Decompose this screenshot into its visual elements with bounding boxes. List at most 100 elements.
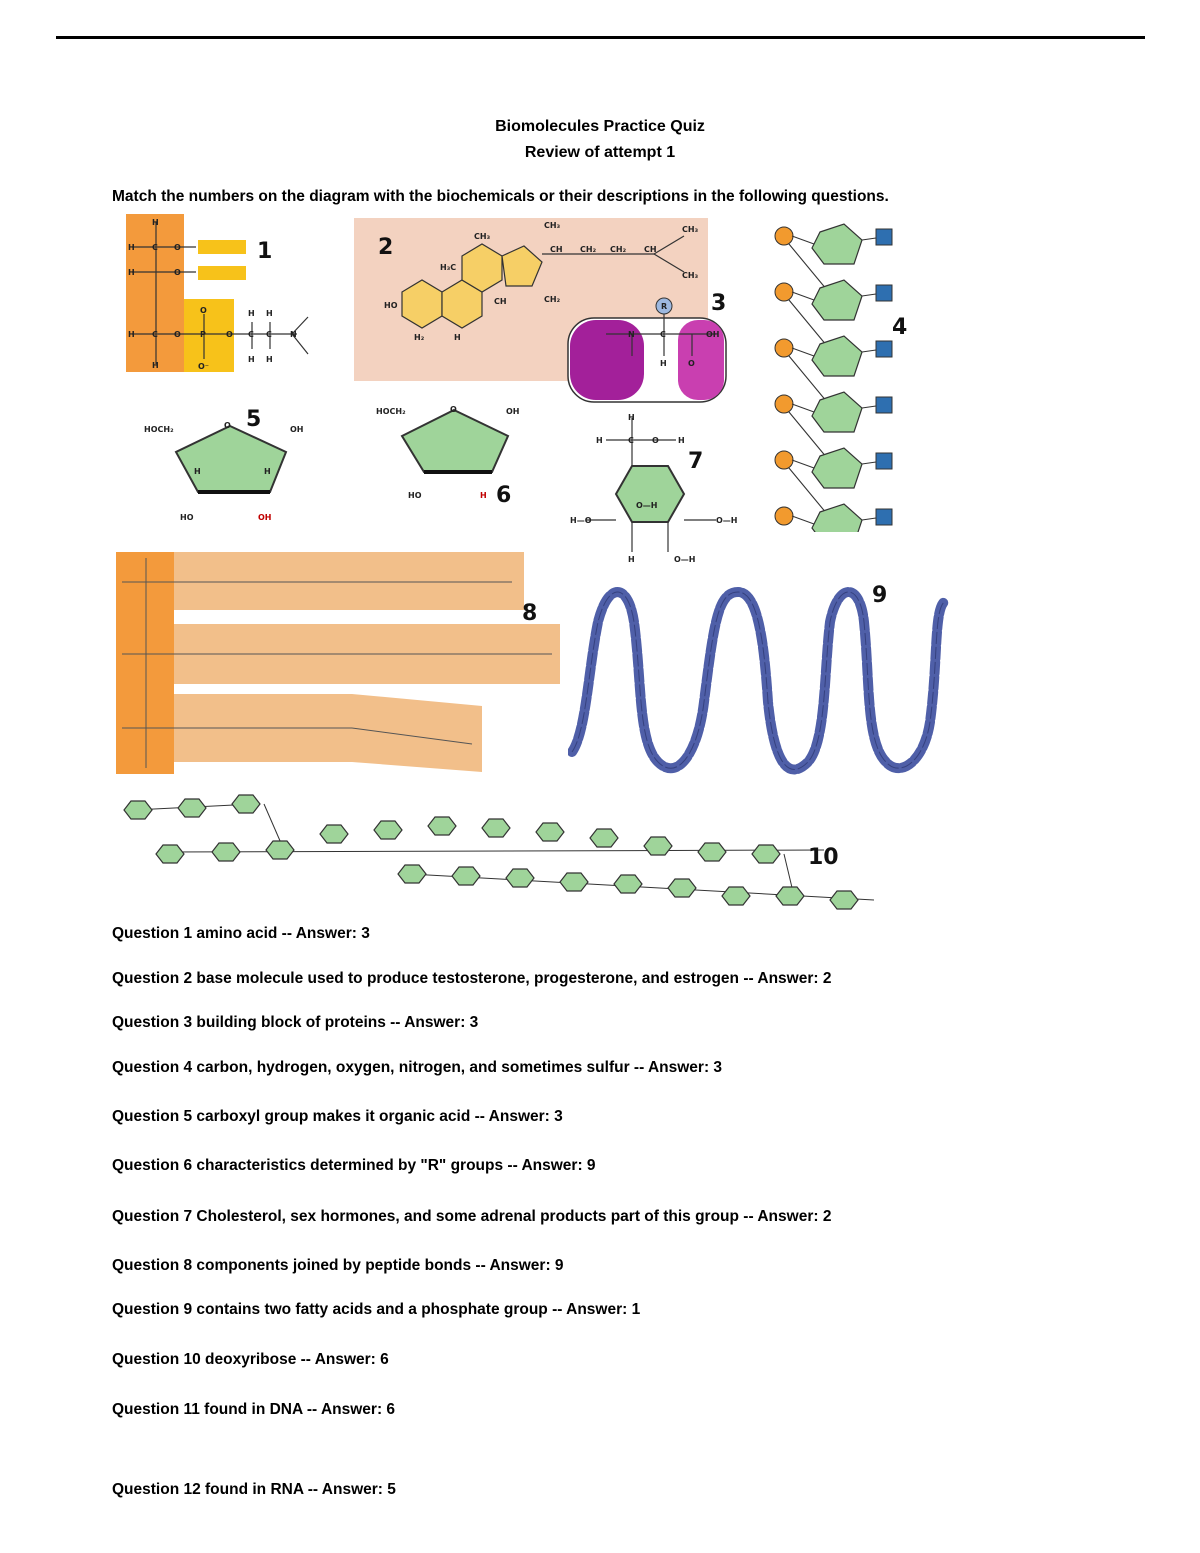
svg-text:HOCH₂: HOCH₂ bbox=[376, 407, 406, 416]
svg-text:R: R bbox=[661, 302, 667, 311]
question-9: Question 9 contains two fatty acids and … bbox=[112, 1301, 641, 1318]
svg-text:H₃C: H₃C bbox=[440, 263, 456, 272]
phosphate-group bbox=[184, 299, 234, 372]
svg-text:H: H bbox=[264, 467, 271, 476]
svg-text:N: N bbox=[290, 330, 297, 339]
svg-text:O: O bbox=[226, 330, 233, 339]
branch-bottom bbox=[397, 864, 859, 910]
svg-text:H: H bbox=[248, 309, 255, 318]
svg-text:H: H bbox=[480, 491, 487, 500]
page-subtitle: Review of attempt 1 bbox=[524, 144, 676, 161]
svg-text:H: H bbox=[128, 268, 135, 277]
svg-text:CH₂: CH₂ bbox=[544, 295, 561, 304]
svg-text:C: C bbox=[628, 436, 634, 445]
molecule-10-polysaccharide: 10 bbox=[123, 794, 874, 910]
svg-text:HO: HO bbox=[180, 513, 194, 522]
question-5: Question 5 carboxyl group makes it organ… bbox=[112, 1108, 563, 1125]
question-7: Question 7 Cholesterol, sex hormones, an… bbox=[112, 1208, 832, 1225]
svg-text:C: C bbox=[152, 243, 158, 252]
svg-text:H: H bbox=[128, 243, 135, 252]
svg-text:H: H bbox=[660, 359, 667, 368]
svg-text:CH₃: CH₃ bbox=[474, 232, 491, 241]
svg-text:O—H: O—H bbox=[674, 555, 696, 564]
label-2: 2 bbox=[378, 235, 393, 260]
svg-text:CH₃: CH₃ bbox=[544, 221, 561, 230]
question-2: Question 2 base molecule used to produce… bbox=[112, 970, 832, 987]
svg-text:H: H bbox=[596, 436, 603, 445]
question-11: Question 11 found in DNA -- Answer: 6 bbox=[112, 1401, 396, 1418]
svg-text:P: P bbox=[200, 330, 206, 339]
question-12: Question 12 found in RNA -- Answer: 5 bbox=[112, 1481, 396, 1498]
fatty-acid-tail-top bbox=[198, 240, 246, 254]
svg-text:CH₃: CH₃ bbox=[682, 271, 699, 280]
svg-text:H: H bbox=[678, 436, 685, 445]
steroid-ring-c bbox=[461, 243, 503, 293]
main-chain bbox=[155, 816, 781, 864]
svg-text:HO: HO bbox=[408, 491, 422, 500]
svg-text:H: H bbox=[248, 355, 255, 364]
svg-text:O: O bbox=[174, 330, 181, 339]
svg-text:H: H bbox=[128, 330, 135, 339]
amine-group bbox=[570, 320, 644, 400]
svg-text:CH: CH bbox=[494, 297, 507, 306]
svg-text:HOCH₂: HOCH₂ bbox=[144, 425, 174, 434]
svg-text:C: C bbox=[152, 330, 158, 339]
molecule-4-nucleic-acid: 4 bbox=[774, 223, 907, 532]
svg-text:O: O bbox=[174, 268, 181, 277]
svg-text:CH₂: CH₂ bbox=[580, 245, 597, 254]
svg-text:H: H bbox=[628, 413, 635, 422]
question-1: Question 1 amino acid -- Answer: 3 bbox=[112, 925, 370, 942]
svg-text:H: H bbox=[152, 361, 159, 370]
fatty-acid-bonds bbox=[122, 558, 552, 768]
molecule-5-ribose: HOCH₂ OH O H H HO OH 5 bbox=[144, 408, 304, 522]
svg-text:O: O bbox=[688, 359, 695, 368]
svg-text:H: H bbox=[266, 355, 273, 364]
glycerol-backbone bbox=[116, 552, 174, 774]
label-3: 3 bbox=[711, 292, 726, 316]
molecule-9-protein: 9 bbox=[568, 583, 949, 775]
svg-text:O: O bbox=[174, 243, 181, 252]
question-6: Question 6 characteristics determined by… bbox=[112, 1157, 596, 1174]
molecule-1-phospholipid: H H C O H O H C O P O C C N O O⁻ H H H H… bbox=[126, 214, 309, 372]
svg-text:O: O bbox=[224, 421, 231, 430]
svg-text:H: H bbox=[454, 333, 461, 342]
svg-text:O—H: O—H bbox=[636, 501, 658, 510]
svg-text:H: H bbox=[266, 309, 273, 318]
fatty-acid-1 bbox=[174, 552, 524, 610]
svg-text:O: O bbox=[450, 405, 457, 414]
label-8: 8 bbox=[522, 601, 537, 626]
svg-text:C: C bbox=[266, 330, 272, 339]
svg-text:N: N bbox=[628, 330, 635, 339]
svg-text:HO: HO bbox=[384, 301, 398, 310]
question-4: Question 4 carbon, hydrogen, oxygen, nit… bbox=[112, 1059, 723, 1076]
molecule-8-triglyceride: 8 bbox=[116, 552, 560, 774]
svg-text:OH: OH bbox=[258, 513, 272, 522]
label-9: 9 bbox=[872, 583, 887, 608]
question-3: Question 3 building block of proteins --… bbox=[112, 1014, 479, 1031]
steroid-ring-d bbox=[501, 245, 543, 287]
question-8: Question 8 components joined by peptide … bbox=[112, 1257, 564, 1274]
svg-text:OH: OH bbox=[706, 330, 720, 339]
svg-text:O: O bbox=[200, 306, 207, 315]
molecule-7-glucose: H H C O H H—O O—H O—H H O—H 7 bbox=[570, 413, 738, 564]
label-1: 1 bbox=[257, 239, 272, 264]
svg-text:H: H bbox=[152, 218, 159, 227]
instructions: Match the numbers on the diagram with th… bbox=[112, 188, 889, 205]
carboxyl-group bbox=[678, 320, 724, 400]
svg-text:O—H: O—H bbox=[716, 516, 738, 525]
fatty-acid-3 bbox=[174, 694, 482, 772]
svg-text:H: H bbox=[628, 555, 635, 564]
label-4: 4 bbox=[892, 315, 907, 340]
svg-text:CH: CH bbox=[550, 245, 563, 254]
glycerol-backbone bbox=[126, 214, 184, 372]
svg-text:CH₂: CH₂ bbox=[610, 245, 627, 254]
label-6: 6 bbox=[496, 483, 511, 508]
svg-text:C: C bbox=[248, 330, 254, 339]
svg-text:OH: OH bbox=[506, 407, 520, 416]
label-5: 5 bbox=[246, 408, 261, 432]
branch-top bbox=[123, 794, 261, 820]
fatty-acid-tail-bottom bbox=[198, 266, 246, 280]
svg-text:OH: OH bbox=[290, 425, 304, 434]
header-rule bbox=[56, 36, 1145, 39]
svg-text:O: O bbox=[652, 436, 659, 445]
